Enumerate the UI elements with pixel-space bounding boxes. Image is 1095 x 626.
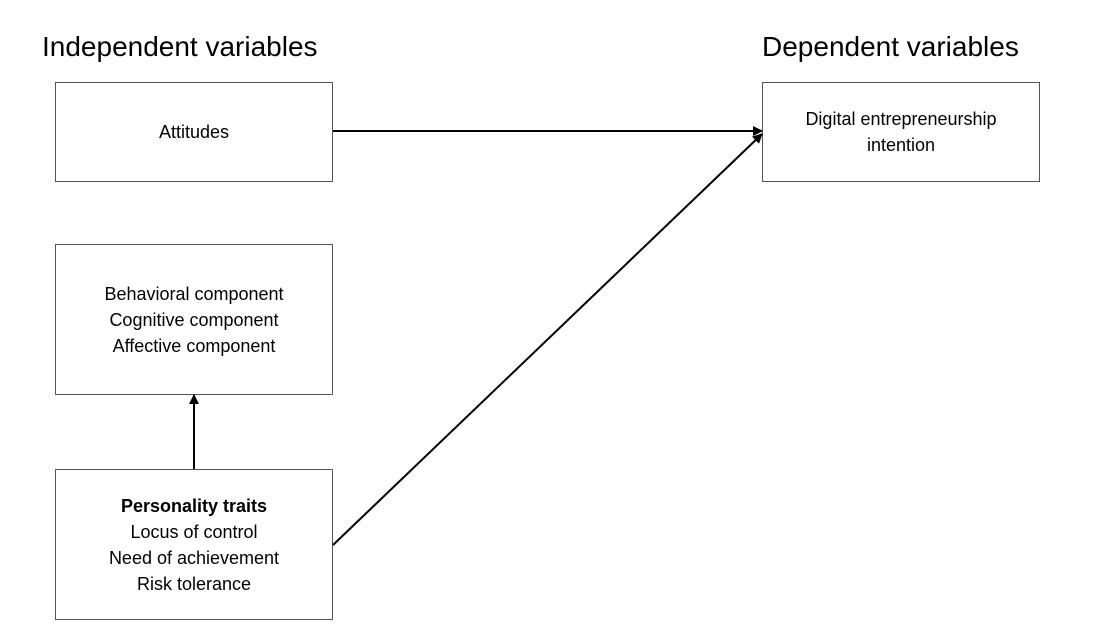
intention-label-line-2: intention — [866, 135, 936, 155]
attitudes-box: Attitudes — [55, 82, 333, 182]
personality-to-intention-arrow — [332, 133, 763, 546]
need-of-achievement-label: Need of achievement — [108, 547, 280, 568]
personality-traits-box: Personality traits Locus of control Need… — [55, 469, 333, 620]
independent-variables-heading: Independent variables — [42, 31, 318, 62]
digital-entrepreneurship-intention-box: Digital entrepreneurship intention — [762, 82, 1040, 182]
intention-label-line-1: Digital entrepreneurship — [805, 109, 997, 129]
behavioral-component-label: Behavioral component — [104, 283, 284, 304]
risk-tolerance-label: Risk tolerance — [136, 573, 252, 594]
locus-of-control-label: Locus of control — [130, 521, 258, 542]
cognitive-component-label: Cognitive component — [109, 309, 279, 330]
personality-traits-title: Personality traits — [120, 495, 268, 516]
attitude-components-box: Behavioral component Cognitive component… — [55, 244, 333, 395]
dependent-variables-heading: Dependent variables — [762, 31, 1019, 62]
attitudes-label: Attitudes — [158, 122, 230, 142]
affective-component-label: Affective component — [112, 335, 276, 356]
